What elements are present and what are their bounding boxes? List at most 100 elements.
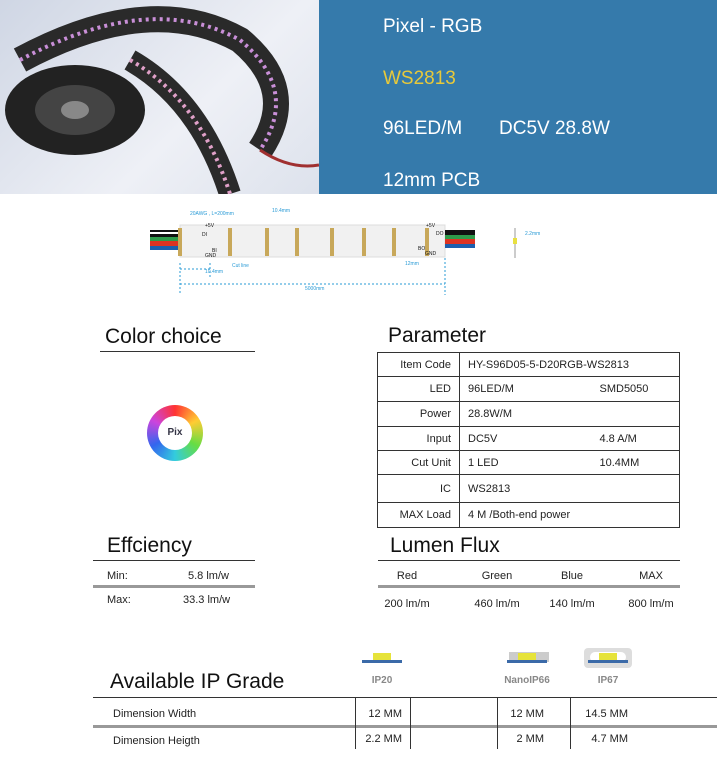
divider bbox=[378, 560, 680, 561]
divider bbox=[93, 697, 717, 698]
parameter-key: Item Code bbox=[377, 352, 460, 377]
parameter-key: LED bbox=[377, 376, 460, 402]
efficiency-min-value: 5.8 lm/w bbox=[188, 570, 229, 582]
parameter-row: Cut Unit 1 LED 10.4MM bbox=[377, 450, 680, 475]
parameter-row: Item Code HY-S96D05-5-D20RGB-WS2813 bbox=[377, 352, 680, 377]
efficiency-min-label: Min: bbox=[107, 570, 128, 582]
parameter-value-secondary: 10.4MM bbox=[599, 456, 640, 469]
efficiency-max-value: 33.3 lm/w bbox=[183, 594, 231, 606]
parameter-value: HY-S96D05-5-D20RGB-WS2813 bbox=[459, 352, 680, 377]
parameter-value: 4 M /Both-end power bbox=[459, 502, 680, 528]
divider bbox=[93, 560, 255, 561]
product-photo bbox=[0, 0, 319, 194]
parameter-value-secondary: SMD5050 bbox=[599, 383, 649, 395]
parameter-key: Cut Unit bbox=[377, 450, 460, 475]
parameter-value-primary: 96LED/M bbox=[468, 383, 514, 395]
led-pitch: 10.4mm bbox=[272, 208, 291, 214]
divider bbox=[378, 585, 680, 588]
lumen-header: Green bbox=[481, 570, 513, 582]
strip-width: 12mm bbox=[405, 261, 419, 267]
parameter-key: Input bbox=[377, 426, 460, 451]
ip-row-value: 2.2 MM bbox=[365, 733, 402, 745]
lumen-header: MAX bbox=[639, 570, 663, 582]
ip-grade-label: IP67 bbox=[597, 675, 619, 686]
lumen-header: Red bbox=[396, 570, 418, 582]
divider bbox=[93, 725, 717, 728]
column-divider bbox=[497, 697, 498, 749]
ip-grade-label: IP20 bbox=[371, 675, 393, 686]
pad-bo: BO bbox=[418, 246, 426, 252]
parameter-title: Parameter bbox=[388, 324, 487, 347]
pad-gnd-right: GND bbox=[425, 251, 437, 257]
strip-profile-icon bbox=[362, 653, 402, 663]
pad-gnd-left: GND bbox=[205, 253, 217, 259]
parameter-key: IC bbox=[377, 474, 460, 503]
lumen-header: Blue bbox=[560, 570, 584, 582]
divider bbox=[93, 585, 255, 588]
parameter-value-primary: WS2813 bbox=[468, 482, 511, 495]
strip-dimension-diagram: 20AWG , L=200mm 10.4mm +5V DI BI GND 10.… bbox=[150, 203, 550, 298]
pad-di: DI bbox=[202, 232, 207, 238]
ip-row-value: 12 MM bbox=[510, 708, 544, 720]
parameter-value-primary: 1 LED bbox=[468, 456, 499, 469]
strip-thickness: 2.2mm bbox=[525, 231, 541, 237]
strip-profile-icon bbox=[507, 652, 549, 663]
lumen-value: 460 lm/m bbox=[474, 598, 520, 610]
parameter-value: DC5V 4.8 A/M bbox=[459, 426, 680, 451]
ip-grade-ip67: IP67 bbox=[578, 648, 638, 686]
parameter-row: IC WS2813 bbox=[377, 474, 680, 503]
product-header: Pixel - RGB WS2813 96LED/M DC5V 28.8W 12… bbox=[319, 0, 717, 194]
parameter-value: 1 LED 10.4MM bbox=[459, 450, 680, 475]
ip-row-value: 2 MM bbox=[516, 733, 545, 745]
ip-row-value: 14.5 MM bbox=[585, 708, 628, 720]
column-divider bbox=[570, 697, 571, 749]
ip-row-label: Dimension Heigth bbox=[113, 735, 200, 747]
ip-grade-label: NanoIP66 bbox=[504, 675, 550, 686]
pcb-width: 12mm PCB bbox=[383, 170, 481, 191]
cut-pitch: 10.4mm bbox=[205, 269, 224, 275]
parameter-value-primary: 28.8W/M bbox=[468, 408, 513, 420]
color-choice-title: Color choice bbox=[105, 325, 222, 348]
ip-grade-title: Available IP Grade bbox=[110, 670, 285, 693]
ip-row-value: 4.7 MM bbox=[591, 733, 628, 745]
divider bbox=[100, 351, 255, 352]
parameter-value: 28.8W/M bbox=[459, 401, 680, 427]
parameter-value: 96LED/M SMD5050 bbox=[459, 376, 680, 402]
ip-row-value: 12 MM bbox=[368, 708, 402, 720]
pixel-color-icon: Pix bbox=[147, 405, 203, 461]
pad-plus5v-left: +5V bbox=[205, 223, 215, 229]
lumen-value: 800 lm/m bbox=[628, 598, 674, 610]
parameter-value-secondary: 4.8 A/M bbox=[599, 432, 637, 445]
ic-model: WS2813 bbox=[383, 68, 456, 89]
ip-grade-nanoip66: NanoIP66 bbox=[497, 648, 557, 686]
pad-plus5v-right: +5V bbox=[426, 223, 436, 229]
strip-length: 5000mm bbox=[305, 286, 325, 292]
column-divider bbox=[410, 697, 411, 749]
parameter-value-primary: 4 M /Both-end power bbox=[468, 509, 571, 521]
parameter-key: Power bbox=[377, 401, 460, 427]
led-density: 96LED/M bbox=[383, 118, 463, 139]
parameter-row: MAX Load 4 M /Both-end power bbox=[377, 502, 680, 528]
strip-profile-icon bbox=[584, 648, 632, 668]
parameter-value: WS2813 bbox=[459, 474, 680, 503]
product-type: Pixel - RGB bbox=[383, 16, 483, 37]
lumen-value: 200 lm/m bbox=[384, 598, 430, 610]
parameter-value-primary: HY-S96D05-5-D20RGB-WS2813 bbox=[468, 358, 629, 371]
voltage-power: DC5V 28.8W bbox=[499, 118, 610, 139]
parameter-row: LED 96LED/M SMD5050 bbox=[377, 376, 680, 402]
column-divider bbox=[355, 697, 356, 749]
ip-grade-ip20: IP20 bbox=[352, 648, 412, 686]
parameter-key: MAX Load bbox=[377, 502, 460, 528]
parameter-row: Input DC5V 4.8 A/M bbox=[377, 426, 680, 451]
efficiency-max-label: Max: bbox=[107, 594, 131, 606]
cut-line-label: Cut line bbox=[232, 263, 249, 269]
cable-spec: 20AWG , L=200mm bbox=[190, 211, 234, 217]
lumen-value: 140 lm/m bbox=[549, 598, 595, 610]
parameter-value-primary: DC5V bbox=[468, 432, 498, 445]
led-strip-reel-image bbox=[5, 6, 319, 194]
pad-do: DO bbox=[436, 231, 444, 237]
pad-bi: BI bbox=[212, 248, 217, 254]
parameter-row: Power 28.8W/M bbox=[377, 401, 680, 427]
ip-row-label: Dimension Width bbox=[113, 708, 197, 720]
